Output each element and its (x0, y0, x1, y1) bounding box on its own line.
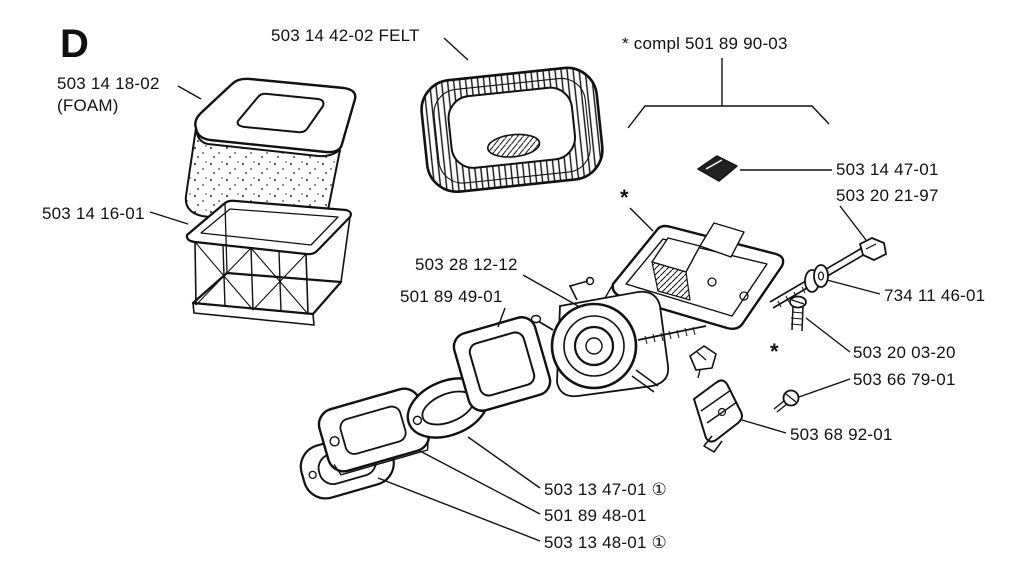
inlet-valve-drawing (697, 155, 738, 182)
label-manifold: 501 89 48-01 (544, 506, 647, 525)
screw-carb-drawing (789, 295, 807, 332)
filter-base-drawing (185, 199, 352, 326)
label-foam-part: 503 14 18-02 (57, 74, 160, 93)
label-felt-filter: 503 14 42-02 FELT (271, 26, 420, 45)
label-gasket-lower: 503 13 48-01 ① (544, 533, 667, 552)
label-assembly-note: * compl 501 89 90-03 (622, 34, 788, 53)
label-foam-note: (FOAM) (57, 96, 119, 115)
asterisk-holder: * (620, 185, 629, 210)
washer-drawing (804, 264, 829, 293)
fuel-pump-drawing (693, 379, 743, 453)
label-gasket-upper: 503 13 47-01 ① (544, 480, 667, 499)
label-carburetor: 503 28 12-12 (415, 255, 518, 274)
intake-manifold-drawing (317, 387, 431, 476)
felt-filter-drawing (420, 66, 604, 194)
carb-gasket-drawing (452, 316, 552, 412)
section-letter: D (60, 22, 89, 66)
asterisk-pump: * (770, 339, 779, 364)
label-screw-carb: 503 20 03-20 (853, 343, 956, 362)
label-screw-pump: 503 66 79-01 (853, 370, 956, 389)
carburetor-drawing (530, 276, 707, 398)
label-bolt: 503 20 21-97 (836, 186, 939, 205)
leader-lines (149, 37, 881, 542)
label-carb-gasket: 501 89 49-01 (400, 287, 503, 306)
screw-pump-drawing (773, 389, 800, 413)
label-washer: 734 11 46-01 (884, 286, 986, 305)
label-filter-base: 503 14 16-01 (42, 204, 145, 223)
label-inlet-valve: 503 14 47-01 (836, 160, 939, 179)
pump-valve-drawing (689, 345, 717, 379)
label-pump: 503 68 92-01 (790, 425, 893, 444)
